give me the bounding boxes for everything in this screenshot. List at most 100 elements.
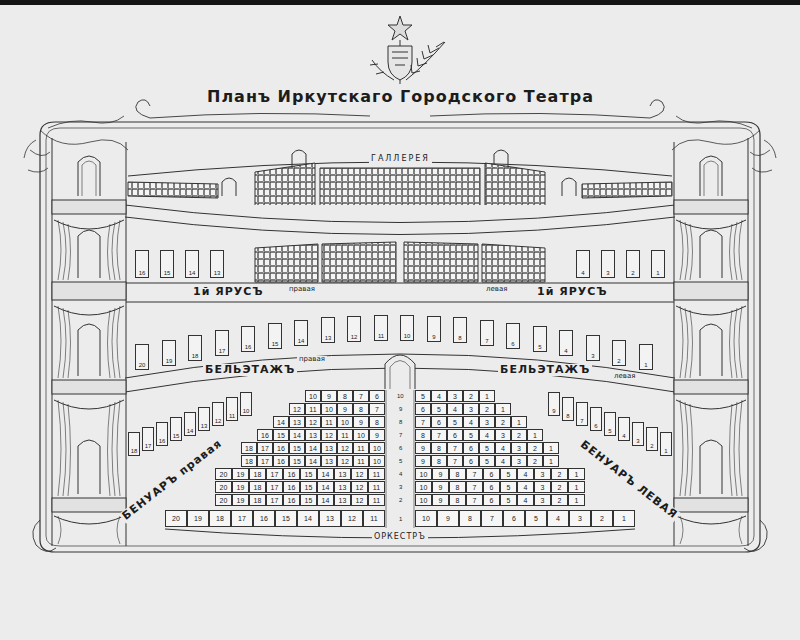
box-number: 16 [135,250,149,278]
seat-number: 13 [334,494,351,506]
seat-number: 12 [351,468,368,480]
seat-number: 14 [305,442,321,454]
seat-number: 8 [369,416,385,428]
seat-number: 4 [495,455,511,467]
seat-number: 6 [415,403,431,415]
seat-number: 8 [459,510,481,527]
seat-number: 18 [241,442,257,454]
seat-number: 7 [481,510,503,527]
box-number: 1 [651,250,665,278]
row-number: 3 [399,484,402,490]
seat-number: 6 [463,455,479,467]
seat-number: 5 [447,416,463,428]
seat-number: 6 [463,442,479,454]
parterre-aisle [165,390,635,538]
seat-number: 16 [273,442,289,454]
box-number: 17 [215,330,229,356]
box-number: 14 [294,320,308,346]
seat-number: 6 [483,481,500,493]
emblem [370,16,445,84]
tier-label: левая [612,373,637,381]
seat-number: 17 [231,510,253,527]
seat-number: 9 [369,429,385,441]
seat-number: 3 [511,442,527,454]
seat-number: 10 [415,481,432,493]
seat-number: 14 [317,494,334,506]
seat-number: 1 [527,429,543,441]
seat-number: 11 [305,403,321,415]
seat-number: 4 [479,429,495,441]
seat-number: 1 [568,468,585,480]
box-number: 7 [480,320,494,346]
box-number: 11 [226,397,238,421]
seat-number: 7 [447,442,463,454]
row-number: 4 [399,471,402,477]
seat-number: 14 [317,481,334,493]
seat-number: 10 [321,403,337,415]
seat-number: 11 [368,481,385,493]
seat-number: 5 [500,468,517,480]
seat-number: 15 [300,468,317,480]
row-number: 1 [399,516,402,522]
seat-number: 15 [289,455,305,467]
seat-number: 11 [337,429,353,441]
seat-number: 16 [283,494,300,506]
seat-number: 6 [483,494,500,506]
seat-number: 1 [511,416,527,428]
box-number: 6 [590,407,602,431]
seat-number: 11 [368,494,385,506]
seat-number: 20 [165,510,187,527]
seat-number: 12 [351,494,368,506]
seat-number: 10 [415,494,432,506]
tier-label: левая [484,286,509,294]
box-number: 2 [626,250,640,278]
box-number: 13 [198,407,210,431]
seat-number: 13 [319,510,341,527]
seat-number: 10 [415,510,437,527]
seat-number: 5 [479,442,495,454]
seat-number: 5 [479,455,495,467]
seat-number: 3 [534,468,551,480]
seat-number: 19 [187,510,209,527]
box-number: 13 [321,317,335,343]
seat-number: 2 [591,510,613,527]
seat-number: 5 [525,510,547,527]
seat-number: 16 [273,455,289,467]
seat-number: 10 [337,416,353,428]
seat-number: 3 [479,416,495,428]
seat-number: 12 [341,510,363,527]
row-number: 7 [399,432,402,438]
gallery [125,150,675,235]
seat-number: 12 [321,429,337,441]
seat-number: 7 [431,429,447,441]
seat-number: 13 [334,468,351,480]
box-number: 9 [548,392,560,416]
box-number: 4 [576,250,590,278]
seat-number: 20 [215,468,232,480]
box-number: 3 [601,250,615,278]
seat-number: 12 [337,442,353,454]
seat-number: 7 [466,468,483,480]
seat-number: 17 [266,481,283,493]
seat-number: 4 [517,494,534,506]
seat-number: 12 [337,455,353,467]
seat-number: 11 [368,468,385,480]
box-number: 16 [156,422,168,446]
seat-number: 6 [483,468,500,480]
seat-number: 14 [305,455,321,467]
seat-number: 14 [317,468,334,480]
first-tier [126,242,674,302]
seat-number: 3 [495,429,511,441]
box-number: 11 [374,315,388,341]
seat-number: 19 [232,481,249,493]
box-number: 10 [400,315,414,341]
seat-number: 11 [353,442,369,454]
seat-number: 13 [321,455,337,467]
seat-number: 9 [432,494,449,506]
seat-number: 10 [415,468,432,480]
left-pillar [24,116,128,546]
seat-number: 13 [305,429,321,441]
tier-label: БЕЛЬЭТАЖЪ [203,364,297,376]
seat-number: 11 [363,510,385,527]
